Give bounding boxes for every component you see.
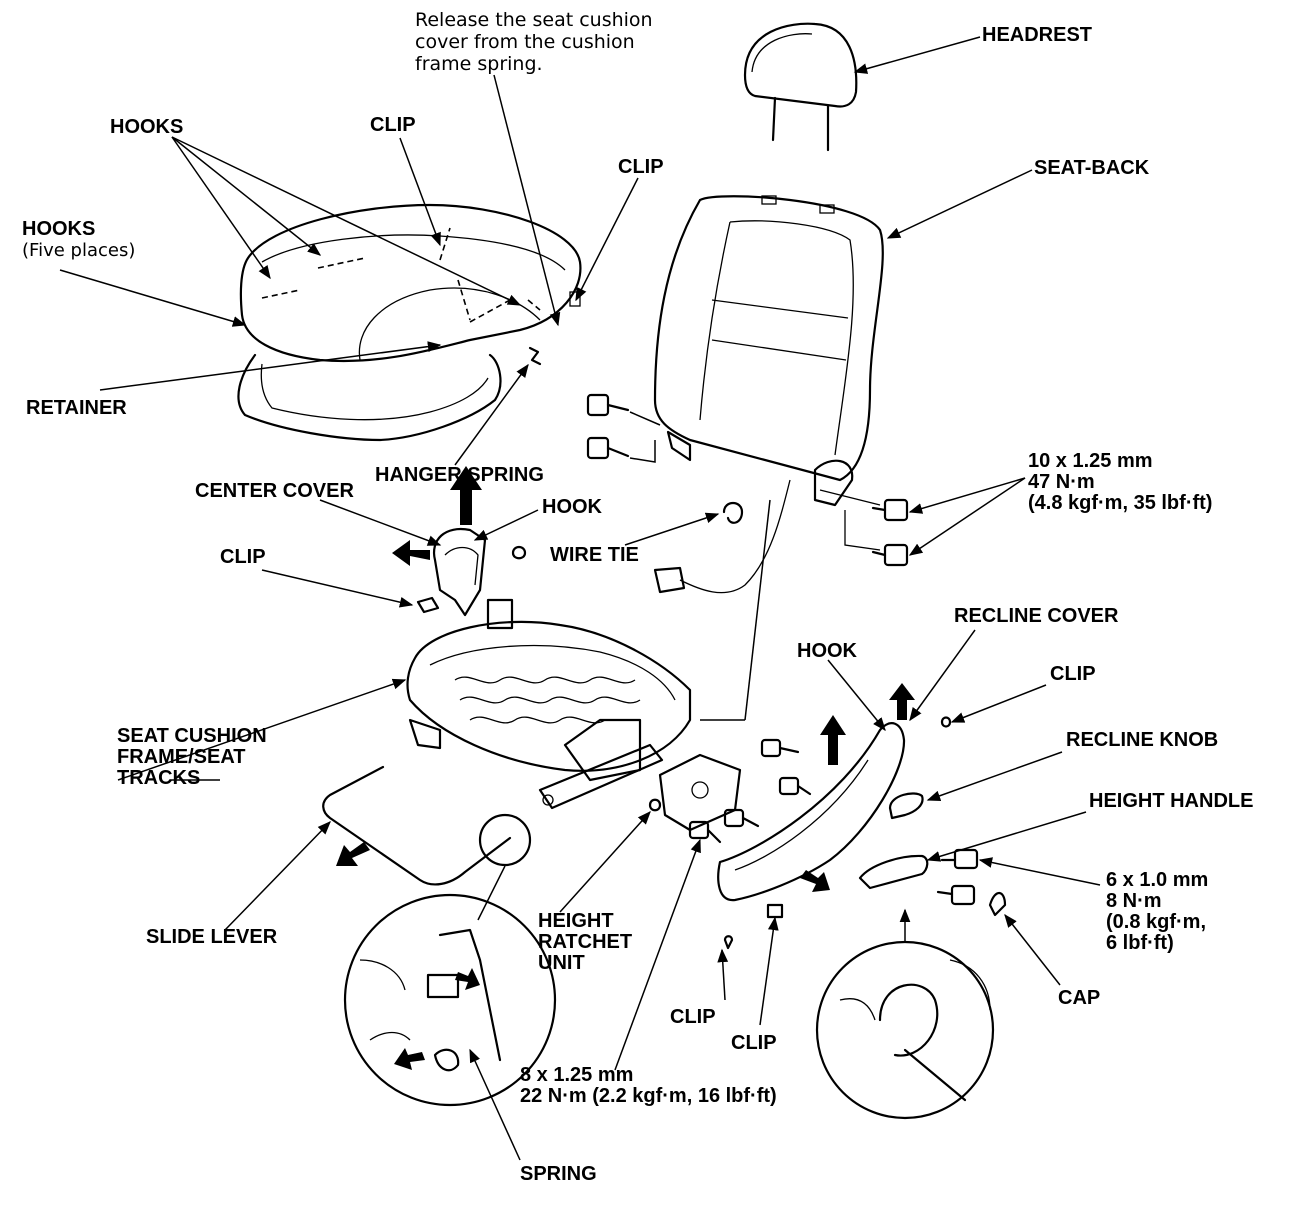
label-retainer: RETAINER: [26, 397, 127, 419]
center-cover-part: [416, 527, 527, 617]
label-recline-knob: RECLINE KNOB: [1066, 729, 1219, 751]
headrest-part: [743, 22, 858, 152]
label-seatback-bolt-size: 10 x 1.25 mm: [1028, 450, 1153, 472]
label-slide-lever: SLIDE LEVER: [146, 926, 278, 948]
label-hook-right: HOOK: [797, 640, 857, 662]
label-spring: SPRING: [520, 1163, 597, 1185]
label-height-handle: HEIGHT HANDLE: [1089, 790, 1254, 812]
seatback-right-bolts: [819, 489, 909, 567]
label-recline-cover: RECLINE COVER: [954, 605, 1119, 627]
label-clip-right: CLIP: [1050, 663, 1096, 685]
seat-cushion-pad: [237, 353, 502, 442]
label-ratchet-bolt-size: 8 x 1.25 mm: [520, 1064, 634, 1086]
label-center-cover: CENTER COVER: [195, 480, 354, 502]
label-hanger-spring: HANGER SPRING: [375, 464, 544, 486]
leader-lines: [59, 36, 1101, 1161]
label-height-ratchet-3: UNIT: [538, 952, 585, 974]
detail-circle-left: [343, 813, 557, 1107]
label-height-ratchet-1: HEIGHT: [538, 910, 614, 932]
note-release-line3: frame spring.: [415, 53, 543, 75]
motion-arrows: [336, 466, 915, 1070]
label-handle-bolt-torque-alt1: (0.8 kgf·m,: [1106, 911, 1207, 933]
seat-back-part: [653, 195, 884, 594]
label-handle-bolt-torque: 8 N·m: [1106, 890, 1162, 912]
label-clip-bottom-1: CLIP: [670, 1006, 716, 1028]
label-hooks-left: HOOKS: [22, 218, 96, 240]
wire-tie-part: [722, 501, 744, 524]
label-handle-bolt-size: 6 x 1.0 mm: [1106, 869, 1209, 891]
label-clip-top-center: CLIP: [370, 114, 416, 136]
label-handle-bolt-torque-alt2: 6 lbf·ft): [1106, 932, 1174, 954]
hanger-spring-clip: [528, 346, 542, 366]
label-seat-cushion-frame-1: SEAT CUSHION: [117, 725, 267, 747]
detail-circle-right: [815, 940, 995, 1120]
note-release-line2: cover from the cushion: [415, 31, 635, 53]
label-clip-bottom-2: CLIP: [731, 1032, 777, 1054]
height-ratchet-unit-part: [648, 738, 812, 844]
label-hooks-left-sub: (Five places): [22, 240, 136, 261]
seatback-left-bolts: [586, 393, 661, 463]
label-headrest: HEADREST: [982, 24, 1093, 46]
label-hooks-top: HOOKS: [110, 116, 184, 138]
label-clip-top-right: CLIP: [618, 156, 664, 178]
label-seat-cushion-frame-2: FRAME/SEAT: [117, 746, 246, 768]
note-release-line1: Release the seat cushion: [415, 9, 653, 31]
label-seat-cushion-frame-3: TRACKS: [117, 767, 201, 789]
label-hook-center: HOOK: [542, 496, 602, 518]
label-seat-back: SEAT-BACK: [1034, 157, 1150, 179]
seat-cushion-cover: [239, 203, 582, 363]
label-seatback-bolt-torque-alt: (4.8 kgf·m, 35 lbf·ft): [1028, 492, 1213, 514]
slide-lever-part: [322, 765, 512, 886]
label-seatback-bolt-torque: 47 N·m: [1028, 471, 1095, 493]
label-height-ratchet-2: RATCHET: [538, 931, 633, 953]
seat-cushion-frame-part: [406, 598, 692, 810]
label-ratchet-bolt-torque: 22 N·m (2.2 kgf·m, 16 lbf·ft): [520, 1085, 777, 1107]
recline-cover-part: [717, 716, 1007, 950]
label-wire-tie: WIRE TIE: [550, 544, 639, 566]
label-cap: CAP: [1058, 987, 1101, 1009]
label-clip-left: CLIP: [220, 546, 266, 568]
